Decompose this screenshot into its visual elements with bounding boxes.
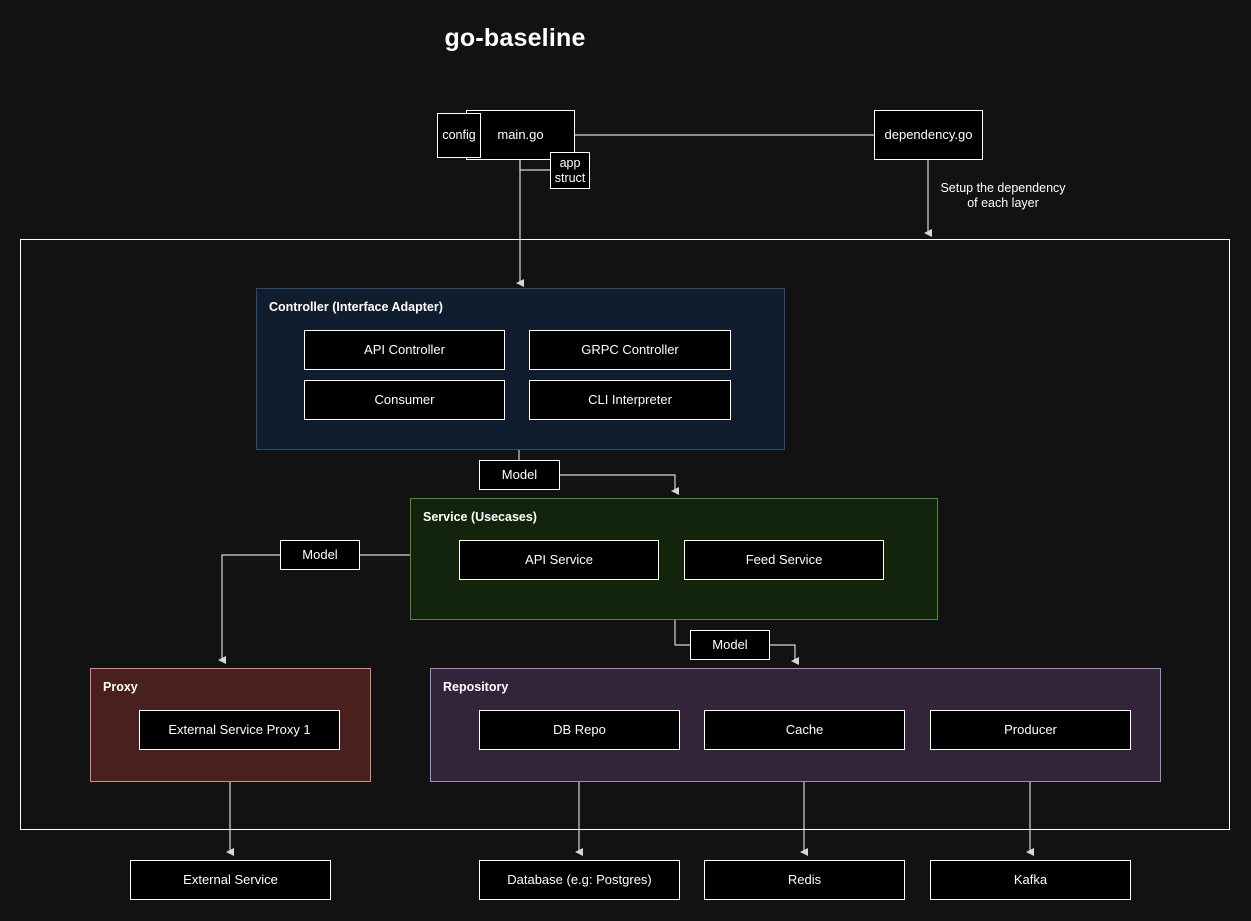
node-kafka[interactable]: Kafka [930,860,1131,900]
node-main-go[interactable]: main.go [466,110,575,160]
page-title: go-baseline [444,24,586,52]
node-redis[interactable]: Redis [704,860,905,900]
node-cli-interpreter-label: CLI Interpreter [588,392,672,408]
node-db-repo-label: DB Repo [553,722,606,738]
node-db-repo[interactable]: DB Repo [479,710,680,750]
node-kafka-label: Kafka [1013,872,1048,888]
node-model-service-proxy[interactable]: Model [280,540,360,570]
node-consumer[interactable]: Consumer [304,380,505,420]
node-feed-service[interactable]: Feed Service [684,540,884,580]
node-model-controller-service[interactable]: Model [479,460,560,490]
node-grpc-controller[interactable]: GRPC Controller [529,330,731,370]
node-model-controller-service-label: Model [501,467,538,483]
layer-service-title: Service (Usecases) [423,510,537,524]
node-model-service-repository[interactable]: Model [690,630,770,660]
node-external-service[interactable]: External Service [130,860,331,900]
node-dependency-go-label: dependency.go [884,127,973,143]
node-model-service-repository-label: Model [712,637,748,653]
node-app-struct[interactable]: app struct [550,152,590,189]
node-producer-label: Producer [1004,722,1057,738]
node-config[interactable]: config [437,113,481,158]
node-api-controller-label: API Controller [364,342,445,358]
node-external-service-label: External Service [183,872,278,888]
node-producer[interactable]: Producer [930,710,1131,750]
node-config-label: config [442,128,476,143]
node-redis-label: Redis [787,872,822,888]
node-main-go-label: main.go [497,127,544,143]
node-model-service-proxy-label: Model [302,547,338,563]
node-external-service-proxy-1-label: External Service Proxy 1 [168,722,311,738]
node-database-label: Database (e.g: Postgres) [507,872,652,888]
node-cache[interactable]: Cache [704,710,905,750]
dependency-note: Setup the dependency of each layer [940,181,1066,210]
node-api-service-label: API Service [525,552,593,568]
application-boundary [20,239,1230,830]
node-consumer-label: Consumer [374,392,435,408]
node-external-service-proxy-1[interactable]: External Service Proxy 1 [139,710,340,750]
node-feed-service-label: Feed Service [745,552,823,568]
node-dependency-go[interactable]: dependency.go [874,110,983,160]
node-cli-interpreter[interactable]: CLI Interpreter [529,380,731,420]
node-grpc-controller-label: GRPC Controller [581,342,679,358]
layer-proxy-title: Proxy [103,680,138,694]
node-api-controller[interactable]: API Controller [304,330,505,370]
node-app-struct-label: app struct [554,155,586,185]
node-api-service[interactable]: API Service [459,540,659,580]
edge-main-to-appstruct [519,160,550,171]
layer-controller-title: Controller (Interface Adapter) [269,300,443,314]
node-cache-label: Cache [785,722,824,738]
layer-repository-title: Repository [443,680,509,694]
node-database[interactable]: Database (e.g: Postgres) [479,860,680,900]
